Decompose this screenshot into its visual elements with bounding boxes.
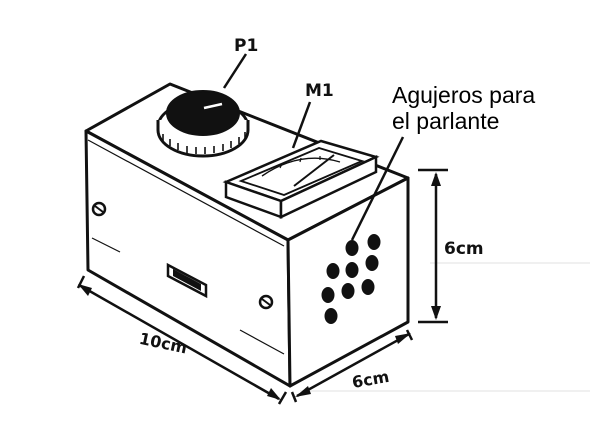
- leader-speaker: [350, 136, 405, 241]
- label-height: 6cm: [444, 239, 484, 259]
- label-length: 10cm: [138, 329, 189, 358]
- screw-front-right: [258, 294, 274, 310]
- leader-p1: [222, 53, 248, 89]
- dimension-height: [418, 168, 448, 324]
- label-speaker-line1: Agujeros para: [392, 82, 535, 108]
- dimension-depth: [290, 329, 414, 403]
- knob-p1: [156, 90, 250, 158]
- leader-lines: [222, 53, 405, 241]
- speaker-holes: [321, 234, 381, 324]
- meter-m1: [222, 139, 380, 219]
- screw-front-left: [91, 201, 107, 217]
- background-bleed-through: [300, 262, 590, 392]
- front-switch: [166, 262, 208, 299]
- label-depth: 6cm: [351, 367, 391, 392]
- front-face-shading: [87, 139, 285, 355]
- box-side-face: [286, 176, 410, 388]
- label-m1: M1: [305, 81, 334, 101]
- dimension-length: [76, 275, 288, 405]
- label-p1: P1: [234, 36, 258, 56]
- label-speaker-line2: el parlante: [392, 108, 499, 134]
- leader-m1: [291, 101, 312, 149]
